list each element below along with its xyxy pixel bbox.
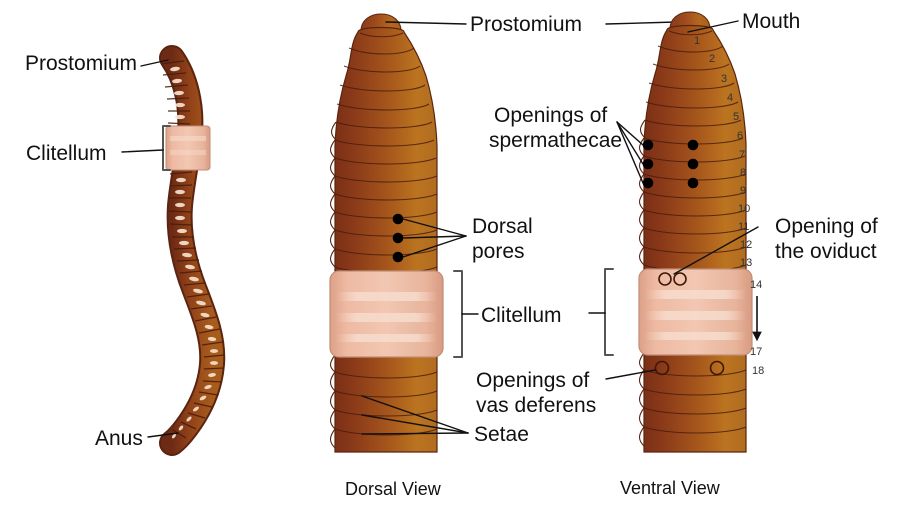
segment-number-5: 5 bbox=[733, 111, 739, 123]
whole-worm-group: Prostomium Clitellum Anus bbox=[25, 45, 226, 456]
segment-number-8: 8 bbox=[740, 167, 746, 179]
prostomium-leader-dorsal bbox=[385, 21, 467, 25]
segment-number-10: 10 bbox=[738, 203, 750, 215]
dorsal-view-group: Dorsal View Dorsal pores Clitellum Setae bbox=[329, 13, 562, 499]
dorsal-pore-2 bbox=[392, 232, 404, 244]
segment-number-13: 13 bbox=[740, 257, 752, 269]
prostomium-leader-left bbox=[140, 59, 169, 67]
dorsal-pores-group bbox=[392, 213, 467, 263]
segment-number-2: 2 bbox=[709, 53, 715, 65]
dorsal-pores-label-line2: pores bbox=[472, 240, 525, 263]
prostomium-leader-ventral bbox=[605, 21, 677, 25]
spermathecal-pore-left-1 bbox=[642, 139, 654, 151]
vas-deferens-label-line2: vas deferens bbox=[476, 394, 596, 417]
dorsal-anterior-body bbox=[334, 26, 438, 273]
segment-number-7: 7 bbox=[739, 149, 745, 161]
spermathecal-openings-group bbox=[616, 121, 699, 189]
prostomium-label-center: Prostomium bbox=[470, 13, 582, 36]
spermathecal-pore-right-2 bbox=[687, 158, 699, 170]
segment-number-12: 12 bbox=[740, 239, 752, 251]
clitellum-label-center: Clitellum bbox=[481, 304, 562, 327]
vas-deferens-opening-right bbox=[709, 360, 725, 376]
oviduct-label-line1: Opening of bbox=[775, 215, 878, 238]
dorsal-view-caption: Dorsal View bbox=[345, 479, 442, 499]
prostomium-label-group: Prostomium bbox=[385, 13, 677, 36]
spermathecal-pore-right-1 bbox=[687, 139, 699, 151]
ventral-view-caption: Ventral View bbox=[620, 478, 721, 498]
oviduct-leader bbox=[673, 226, 759, 275]
vas-deferens-leader bbox=[605, 369, 656, 380]
oviduct-openings-group bbox=[658, 226, 759, 286]
mouth-leader bbox=[687, 20, 739, 33]
spermathecal-pore-left-3 bbox=[642, 177, 654, 189]
mouth-label: Mouth bbox=[742, 10, 800, 33]
clitellum-bracket-ventral bbox=[604, 268, 614, 356]
oviduct-label-line2: the oviduct bbox=[775, 240, 877, 263]
whole-worm-prostomium-label: Prostomium bbox=[25, 52, 137, 75]
segment-number-3: 3 bbox=[721, 73, 727, 85]
segment-number-17: 17 bbox=[750, 346, 762, 358]
segment-number-9: 9 bbox=[740, 185, 746, 197]
dorsal-segment-lines bbox=[334, 32, 438, 436]
segment-number-column: 1 2 3 4 5 6 7 8 9 10 11 12 13 14 17 18 bbox=[694, 35, 764, 377]
vas-deferens-label-line1: Openings of bbox=[476, 369, 589, 392]
segment-number-11: 11 bbox=[738, 221, 749, 233]
spermathecae-label-line1: Openings of bbox=[494, 104, 607, 127]
segment-number-6: 6 bbox=[737, 130, 743, 142]
oviduct-opening-right bbox=[673, 272, 687, 286]
segment-number-18: 18 bbox=[752, 365, 764, 377]
setae-leaders-group bbox=[361, 395, 469, 435]
whole-worm-clitellum bbox=[165, 125, 211, 171]
setae-label: Setae bbox=[474, 423, 529, 446]
dorsal-pore-1 bbox=[392, 213, 404, 225]
worm-segment-rings bbox=[160, 60, 225, 439]
dorsal-pore-3 bbox=[392, 251, 404, 263]
spermathecae-label-line2: spermathecae bbox=[489, 129, 622, 152]
segment-number-1: 1 bbox=[694, 35, 700, 47]
oviduct-opening-left bbox=[658, 272, 672, 286]
clitellum-bracket-left bbox=[162, 125, 171, 171]
whole-worm-clitellum-label: Clitellum bbox=[26, 142, 107, 165]
spermathecal-pore-left-2 bbox=[642, 158, 654, 170]
segment-number-14: 14 bbox=[750, 279, 762, 291]
vas-deferens-openings-group bbox=[605, 360, 725, 380]
whole-worm-anus-label: Anus bbox=[95, 427, 143, 450]
dorsal-left-edge-scallop bbox=[329, 121, 337, 449]
dorsal-pores-label-line1: Dorsal bbox=[472, 215, 533, 238]
ventral-view-group: Mouth 1 2 3 4 5 6 7 8 9 10 11 12 13 14 1… bbox=[588, 10, 800, 498]
spermathecal-pore-right-3 bbox=[687, 177, 699, 189]
anus-leader bbox=[147, 432, 179, 438]
vas-deferens-opening-left bbox=[654, 360, 670, 376]
segment-number-4: 4 bbox=[727, 92, 733, 104]
clitellum-bracket-dorsal bbox=[453, 270, 463, 358]
ventral-left-edge-scallop bbox=[638, 119, 646, 447]
clitellum-leader-left bbox=[121, 149, 164, 153]
